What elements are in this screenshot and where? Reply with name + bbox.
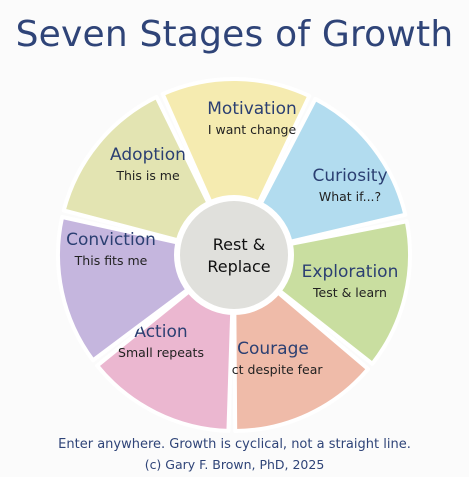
stage-title-motivation: Motivation (207, 99, 297, 119)
stage-subtitle-exploration: Test & learn (312, 285, 387, 300)
stage-subtitle-curiosity: What if...? (319, 189, 381, 204)
stage-subtitle-conviction: This fits me (74, 253, 148, 268)
stage-title-action: Action (134, 322, 187, 342)
footer-credit: (c) Gary F. Brown, PhD, 2025 (144, 457, 325, 472)
center-label-line1: Rest & (213, 235, 265, 254)
diagram-title: Seven Stages of Growth (15, 14, 454, 55)
stage-title-curiosity: Curiosity (312, 166, 387, 186)
stage-subtitle-adoption: This is me (115, 168, 180, 183)
stage-title-conviction: Conviction (66, 230, 156, 250)
center-circle (174, 195, 294, 315)
stage-subtitle-motivation: I want change (208, 122, 297, 137)
stage-subtitle-action: Small repeats (118, 345, 204, 360)
center-label-line2: Replace (207, 257, 270, 276)
footer-note: Enter anywhere. Growth is cyclical, not … (58, 437, 411, 452)
stage-title-exploration: Exploration (302, 262, 399, 282)
stage-title-courage: Courage (237, 339, 309, 359)
stage-subtitle-courage: Act despite fear (223, 362, 323, 377)
stage-title-adoption: Adoption (110, 145, 186, 165)
